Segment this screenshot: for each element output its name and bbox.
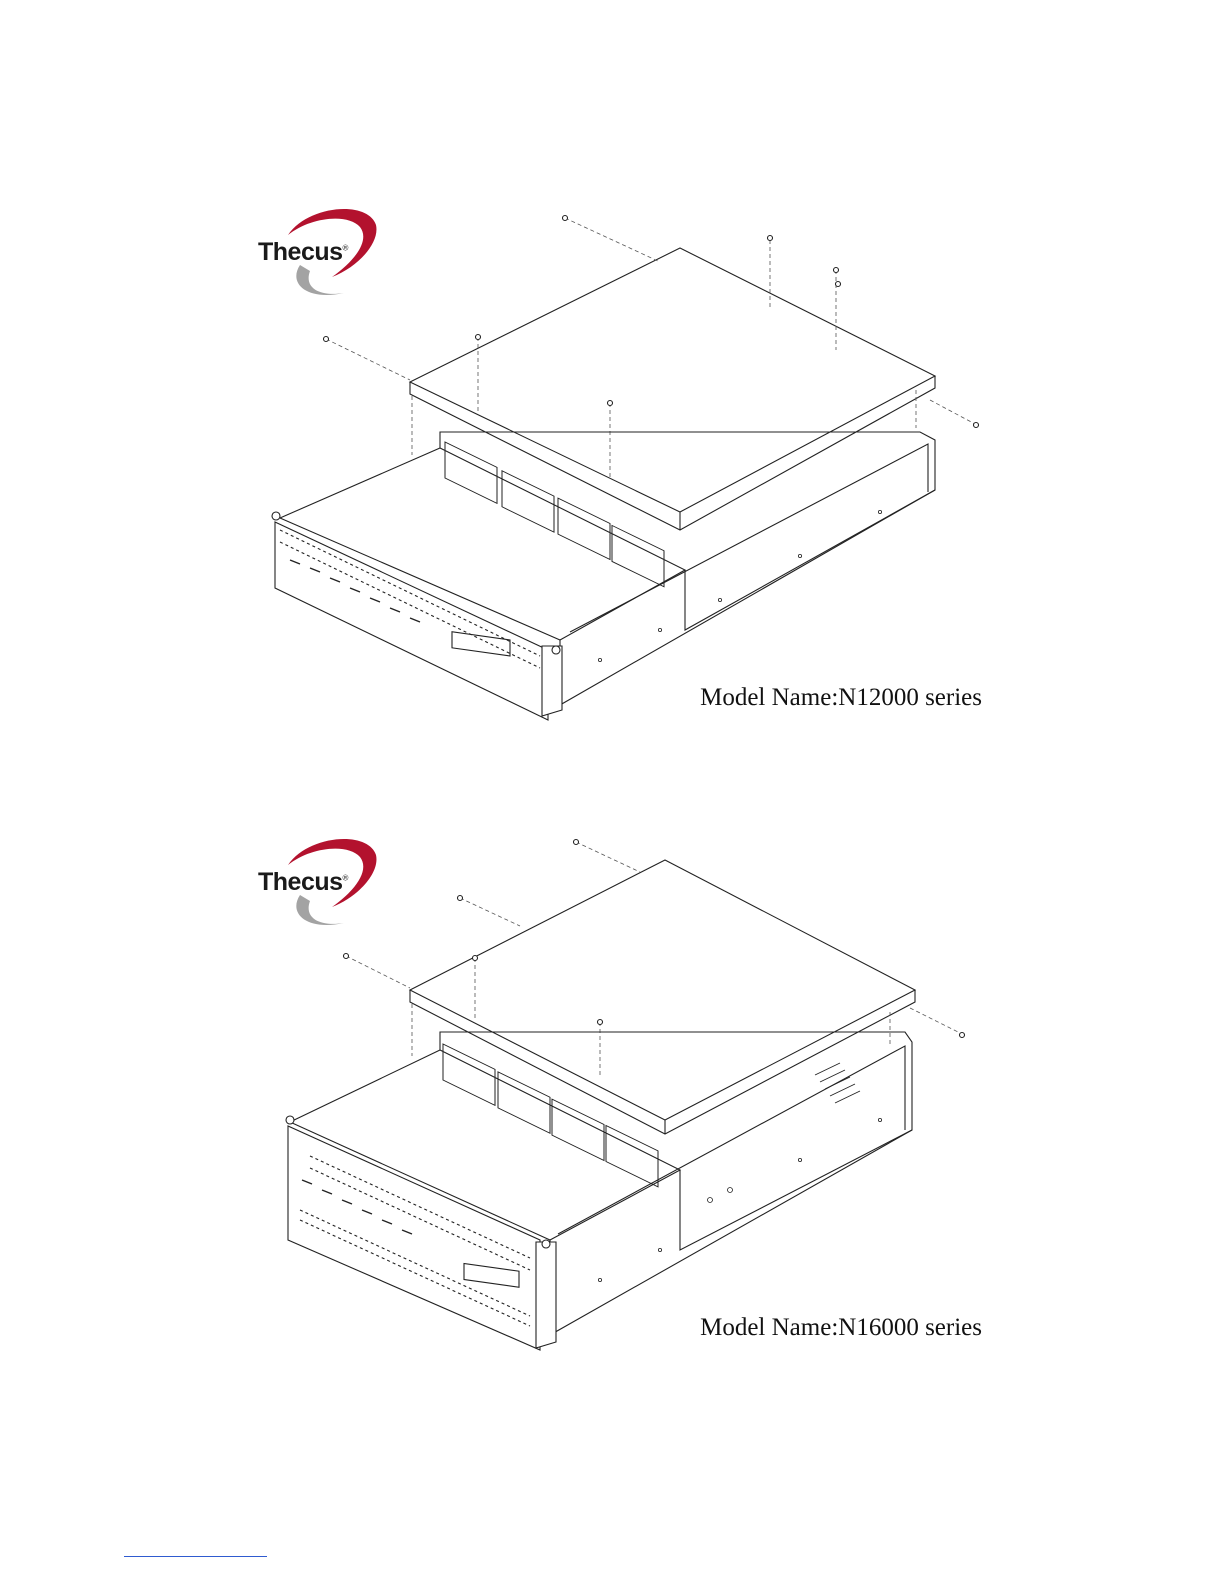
exploded-view-n12000: Thecus®	[240, 200, 1000, 725]
chassis-drawing	[240, 830, 1000, 1355]
chassis-drawing	[240, 200, 1000, 725]
exploded-view-n16000: Thecus®	[240, 830, 1000, 1355]
model-name-label: Model Name:N12000 series	[700, 684, 982, 712]
footer-rule	[124, 1556, 267, 1557]
model-name-label: Model Name:N16000 series	[700, 1314, 982, 1342]
